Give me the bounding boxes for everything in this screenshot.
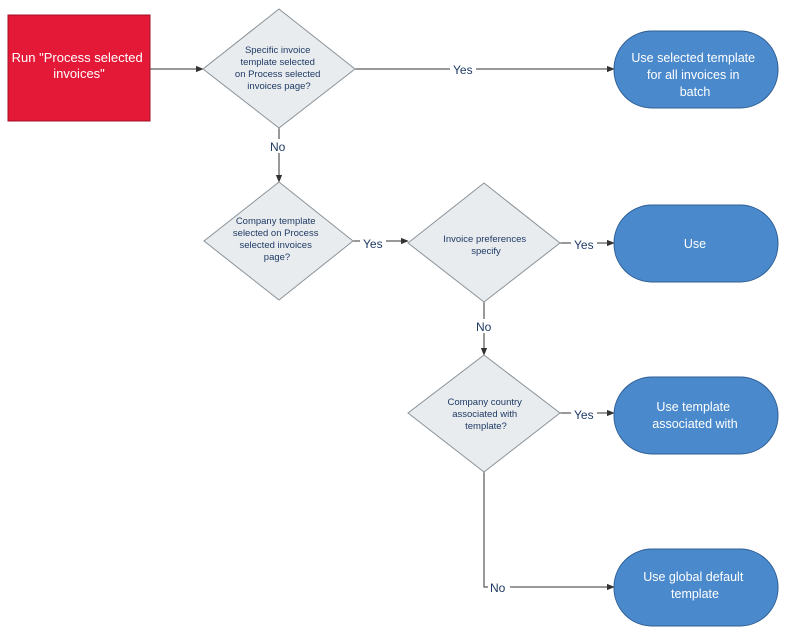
decision-3-line-2: specify <box>471 246 501 257</box>
decision-specific-invoice-template: Specific invoice template selected on Pr… <box>202 8 356 129</box>
svg-text:Company country associat: Company country associated with template… <box>447 397 524 432</box>
label-yes-d1: Yes <box>453 63 473 77</box>
decision-4-line-2: associated with <box>452 409 517 420</box>
decision-invoice-preferences: Invoice preferences specify <box>407 182 561 303</box>
label-no-d4: No <box>490 581 506 595</box>
decision-1-line-3: on Process selected <box>235 69 321 80</box>
decision-2-line-3: selected invoices <box>240 240 313 251</box>
svg-text:Use selected template fo: Use selected template for all invoices i… <box>631 51 758 99</box>
terminal-3-line-1: Use template <box>656 400 730 414</box>
label-yes-d2: Yes <box>363 237 383 251</box>
terminal-1-line-3: batch <box>680 85 711 99</box>
terminal-4-line-1: Use global default <box>643 570 744 584</box>
label-yes-d4: Yes <box>574 408 594 422</box>
decision-4-line-3: template? <box>465 421 507 432</box>
terminal-3-line-2: associated with <box>652 417 738 431</box>
decision-4-line-1: Company country <box>447 397 522 408</box>
terminal-use-template-associated: Use template associated with <box>613 376 779 455</box>
svg-text:Use: Use <box>684 237 706 251</box>
start-line-1: Run "Process selected <box>12 50 143 65</box>
label-no-d3: No <box>476 320 492 334</box>
terminal-use-global-default: Use global default template <box>613 548 779 627</box>
terminal-2-line-1: Use <box>684 237 706 251</box>
svg-text:Use template associated: Use template associated with <box>652 400 738 431</box>
terminal-1-line-1: Use selected template <box>631 51 755 65</box>
decision-company-template: Company template selected on Process sel… <box>203 181 354 301</box>
svg-text:Invoice preferences spec: Invoice preferences specify <box>443 234 529 257</box>
svg-text:Run "Process selected in: Run "Process selected invoices" <box>12 50 147 81</box>
connector-d4-to-t4 <box>483 472 615 591</box>
svg-text:Specific invoice templat: Specific invoice template selected on Pr… <box>235 45 323 92</box>
decision-1-line-4: invoices page? <box>247 81 310 92</box>
svg-text:Use global default templ: Use global default template <box>643 570 747 601</box>
decision-2-line-4: page? <box>264 252 290 263</box>
start-line-2: invoices" <box>53 66 105 81</box>
terminal-4-line-2: template <box>671 587 719 601</box>
connectors <box>150 65 615 591</box>
decision-2-line-2: selected on Process <box>233 228 319 239</box>
label-yes-d3: Yes <box>574 238 594 252</box>
terminal-use-selected-template: Use selected template for all invoices i… <box>613 30 779 109</box>
terminal-1-line-2: for all invoices in <box>647 68 739 82</box>
start-process-box: Run "Process selected invoices" <box>7 14 151 122</box>
decision-company-country: Company country associated with template… <box>407 354 561 473</box>
decision-3-line-1: Invoice preferences <box>443 234 526 245</box>
decision-1-line-2: template selected <box>240 57 314 68</box>
edge-labels: Yes No Yes Yes No Yes No <box>268 62 597 595</box>
svg-text:Company template selecte: Company template selected on Process sel… <box>233 216 321 263</box>
decision-1-line-1: Specific invoice <box>245 45 310 56</box>
decision-2-line-1: Company template <box>236 216 316 227</box>
terminal-use: Use <box>613 204 779 283</box>
label-no-d1: No <box>270 140 286 154</box>
